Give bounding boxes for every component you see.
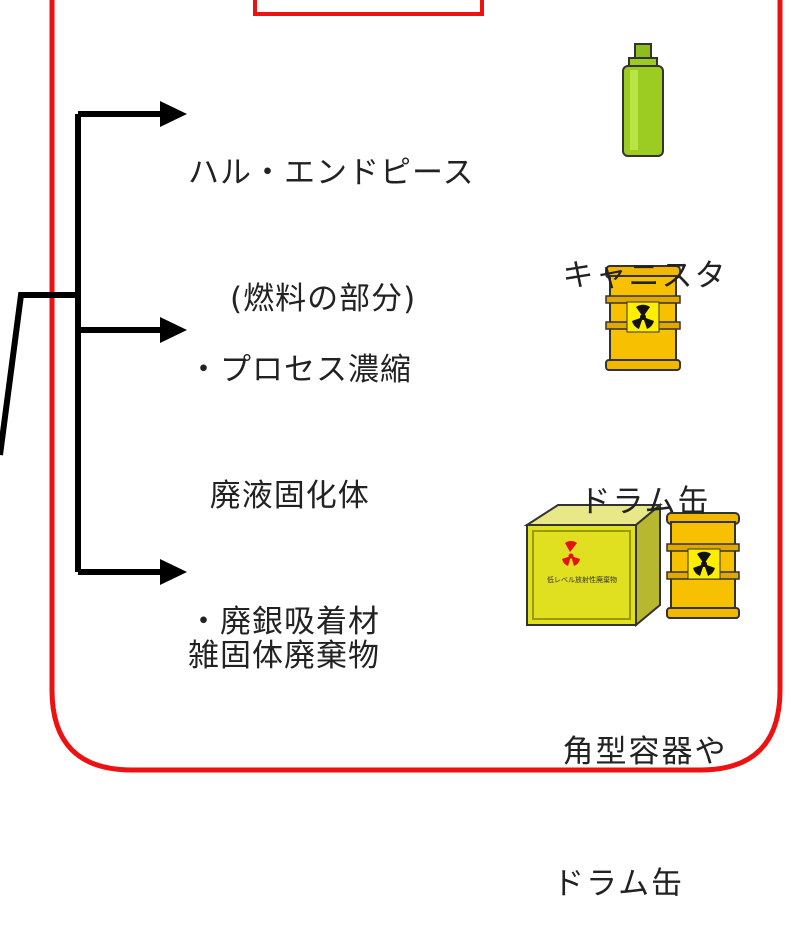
frame-border: [49, 0, 783, 773]
branch-1-line-1: ハル・エンドピース: [188, 155, 475, 191]
arrow-head-2: [160, 317, 187, 343]
container-3-caption: 角型容器や ドラム缶: [540, 642, 750, 950]
top-label-box: [253, 0, 484, 16]
branch-connector: [0, 111, 162, 575]
branch-2-line-1: ・プロセス濃縮: [188, 352, 412, 388]
canister-icon: [622, 43, 664, 157]
arrowheads: [160, 101, 187, 585]
container-1-caption: キャニスタ: [540, 166, 750, 342]
container-2-caption: ドラム缶: [540, 392, 750, 568]
container-3-caption-line-2: ドラム缶: [553, 866, 685, 902]
box-label: 低レベル放射性廃棄物: [547, 575, 617, 584]
branch-2-line-2: 廃液固化体: [188, 478, 370, 514]
arrow-head-3: [160, 559, 187, 585]
branch-2-line-3: ・廃銀吸着材: [188, 604, 380, 640]
diagram-canvas: 低レベル放射性廃棄物: [0, 0, 783, 773]
container-2-caption-line-1: ドラム缶: [579, 484, 711, 520]
branch-3-text: 雑固体廃棄物: [188, 551, 380, 719]
container-3-caption-line-1: 角型容器や: [562, 734, 728, 770]
box-and-drum-icon: 低レベル放射性廃棄物: [523, 502, 740, 628]
branch-3-line-1: 雑固体廃棄物: [188, 638, 380, 674]
branch-2-text: ・プロセス濃縮 廃液固化体 ・廃銀吸着材: [188, 265, 412, 685]
arrow-head-1: [160, 101, 187, 127]
branch-1-line-2: (燃料の部分): [230, 281, 417, 317]
drum-icon: [605, 265, 681, 371]
container-1-caption-line-1: キャニスタ: [562, 258, 728, 294]
branch-1-text: ハル・エンドピース (燃料の部分): [188, 68, 474, 362]
